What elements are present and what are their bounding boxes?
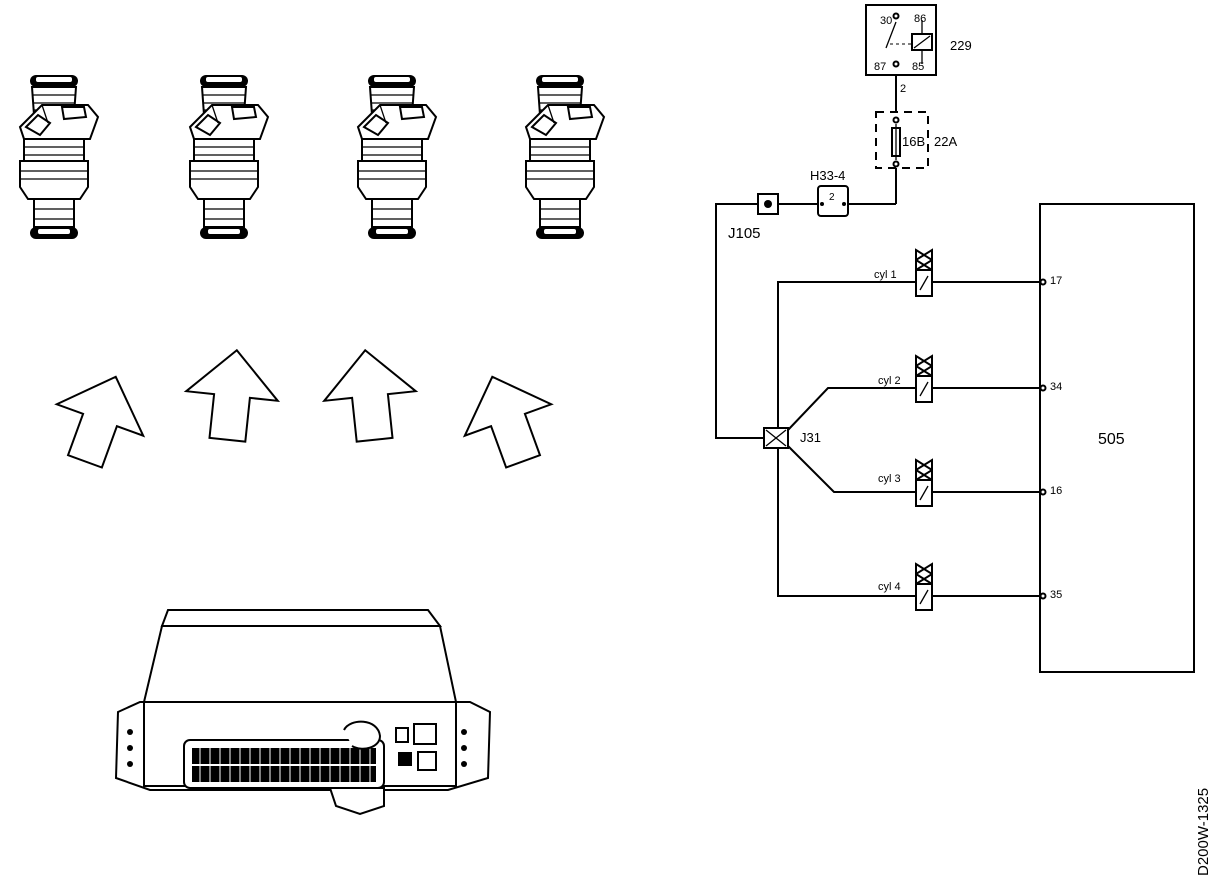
- junction-j31-label: J31: [800, 430, 821, 445]
- injector-cyl-4-label: cyl 4: [878, 581, 901, 593]
- relay-229: [865, 4, 937, 76]
- ecu-pin-35-label: 35: [1050, 589, 1062, 601]
- injector-illustration-3: [357, 74, 437, 240]
- connector-h33-4: [817, 185, 849, 217]
- control-unit-illustration: [114, 609, 492, 816]
- injector-cyl-2-label: cyl 2: [878, 375, 901, 387]
- ecu-505-box: [1039, 203, 1195, 673]
- connector-h33-pin-label: 2: [829, 192, 835, 203]
- injector-cyl-1-label: cyl 1: [874, 269, 897, 281]
- injector-cyl-3-label: cyl 3: [878, 473, 901, 485]
- injector-symbol-cyl-1: [915, 249, 933, 297]
- drawing-code: D200W-1325: [1195, 788, 1212, 876]
- relay-pin-30-label: 30: [880, 15, 892, 27]
- connector-h33-label: H33-4: [810, 168, 845, 183]
- junction-j105: [757, 193, 779, 215]
- arrow-icon: [318, 344, 422, 446]
- fuse-amp-label: 22A: [934, 134, 957, 149]
- junction-j31: [763, 427, 789, 449]
- relay-pin-86-label: 86: [914, 13, 926, 25]
- junction-j105-label: J105: [728, 225, 761, 242]
- arrow-icon: [448, 360, 568, 479]
- ecu-pin-34-label: 34: [1050, 381, 1062, 393]
- relay-pin-85-label: 85: [912, 61, 924, 73]
- ecu-pin-16-label: 16: [1050, 485, 1062, 497]
- injector-illustration-2: [189, 74, 269, 240]
- wiring: [715, 72, 1040, 597]
- fuse-16b: [875, 111, 929, 169]
- relay-pin-87-label: 87: [874, 61, 886, 73]
- wire-number-label: 2: [900, 83, 906, 95]
- arrow-icon: [180, 344, 284, 446]
- arrow-icon: [40, 360, 160, 479]
- injector-symbol-cyl-3: [915, 459, 933, 507]
- injector-symbol-cyl-4: [915, 563, 933, 611]
- injector-symbol-cyl-2: [915, 355, 933, 403]
- relay-id-label: 229: [950, 38, 972, 53]
- ecu-label: 505: [1098, 431, 1125, 448]
- injector-illustration-1: [19, 74, 99, 240]
- injector-illustration-4: [525, 74, 605, 240]
- fuse-label: 16B: [902, 134, 925, 149]
- ecu-pin-17-label: 17: [1050, 275, 1062, 287]
